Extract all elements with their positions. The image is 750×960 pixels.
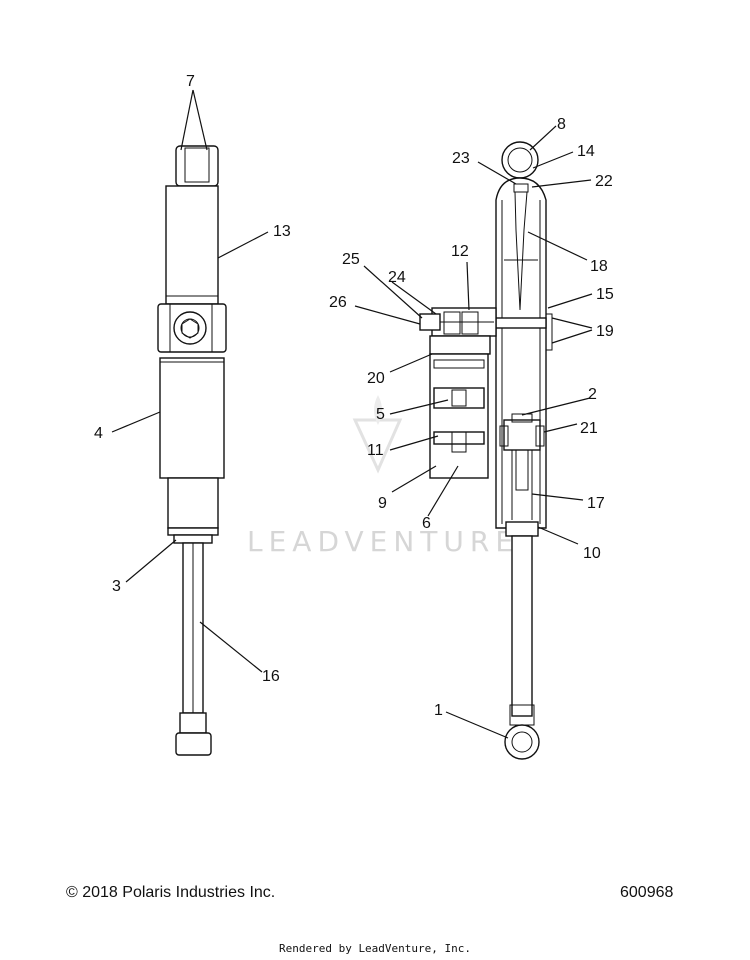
callout-labels: 7 13 4 3 16 8 14 23 22 18 15 19 12 25 24… [94, 73, 614, 719]
rendered-by-note: Rendered by LeadVenture, Inc. [278, 942, 472, 955]
callout-4: 4 [94, 425, 103, 442]
diagram-number: 600968 [620, 884, 674, 901]
callout-14: 14 [577, 143, 595, 160]
callout-17: 17 [587, 495, 605, 512]
callout-22: 22 [595, 173, 613, 190]
callout-25: 25 [342, 251, 360, 268]
callout-21: 21 [580, 420, 598, 437]
callout-11: 11 [367, 442, 384, 459]
callout-20: 20 [367, 370, 385, 387]
callout-24: 24 [388, 269, 406, 286]
callout-2: 2 [588, 386, 597, 403]
callout-26: 26 [329, 294, 347, 311]
callout-23: 23 [452, 150, 470, 167]
callout-15: 15 [596, 286, 614, 303]
callout-10: 10 [583, 545, 601, 562]
watermark: LEADVENTURE [247, 395, 519, 558]
callout-12: 12 [451, 243, 469, 260]
callout-9: 9 [378, 495, 387, 512]
callout-13: 13 [273, 223, 291, 240]
callout-6: 6 [422, 515, 431, 532]
callout-3: 3 [112, 578, 121, 595]
watermark-text: LEADVENTURE [247, 525, 519, 558]
callout-8: 8 [557, 116, 566, 133]
right-shock-cross-section [419, 141, 553, 760]
left-shock-external-view [157, 145, 227, 756]
callout-19: 19 [596, 323, 614, 340]
leader-lines [111, 89, 593, 739]
callout-7: 7 [186, 73, 195, 90]
callout-18: 18 [590, 258, 608, 275]
copyright-text: © 2018 Polaris Industries Inc. [66, 884, 276, 901]
callout-1: 1 [434, 702, 443, 719]
callout-16: 16 [262, 668, 280, 685]
callout-5: 5 [376, 406, 385, 423]
